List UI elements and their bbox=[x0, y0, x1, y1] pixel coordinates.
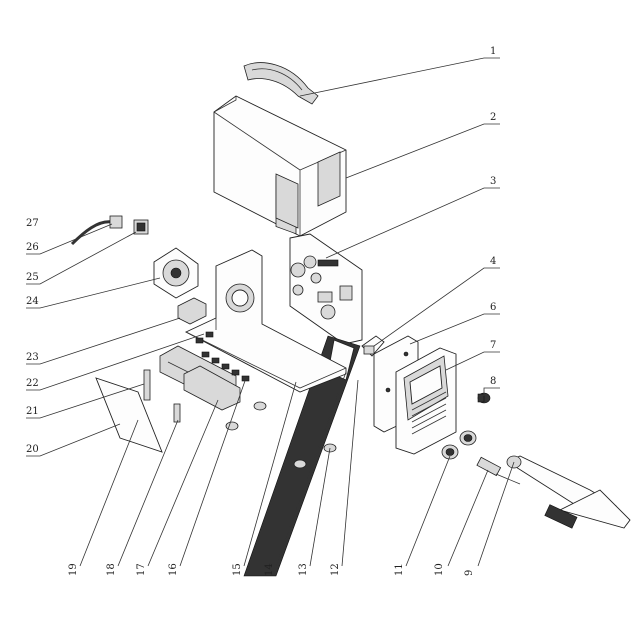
part-label-6: 6 bbox=[490, 302, 496, 313]
part-label-7: 7 bbox=[490, 340, 496, 351]
side-insulation-board bbox=[95, 377, 163, 453]
cooling-fan bbox=[153, 247, 199, 299]
part-label-9: 9 bbox=[464, 570, 475, 576]
knob bbox=[477, 392, 491, 404]
part-label-24: 24 bbox=[26, 296, 39, 307]
part-label-4: 4 bbox=[490, 256, 496, 267]
base-chassis bbox=[184, 249, 347, 393]
part-label-11: 11 bbox=[394, 563, 405, 576]
part-label-8: 8 bbox=[490, 376, 496, 387]
heatsink-rear bbox=[183, 365, 241, 411]
thermal-pad bbox=[143, 369, 151, 401]
part-label-27: 27 bbox=[26, 218, 39, 229]
rear-bracket bbox=[361, 335, 385, 357]
part-label-21: 21 bbox=[26, 406, 39, 417]
part-label-20: 20 bbox=[26, 444, 39, 455]
part-label-22: 22 bbox=[26, 378, 39, 389]
power-cord bbox=[70, 215, 123, 246]
output-socket-left bbox=[441, 444, 459, 460]
part-label-19: 19 bbox=[68, 563, 79, 576]
part-label-13: 13 bbox=[298, 563, 309, 576]
part-number-labels: 1 2 3 4 6 7 8 9 10 11 12 13 14 15 16 17 … bbox=[26, 46, 496, 576]
bezel-vent-lines bbox=[411, 391, 447, 435]
part-label-15: 15 bbox=[232, 563, 243, 576]
part-label-23: 23 bbox=[26, 352, 39, 363]
part-label-12: 12 bbox=[330, 563, 341, 576]
part-label-17: 17 bbox=[136, 563, 147, 576]
part-label-16: 16 bbox=[168, 563, 179, 576]
standoff bbox=[173, 403, 181, 423]
main-pcb bbox=[289, 233, 363, 345]
part-label-14: 14 bbox=[264, 563, 275, 576]
part-label-10: 10 bbox=[434, 563, 445, 576]
power-switch bbox=[133, 219, 149, 235]
front-bezel bbox=[395, 347, 457, 455]
part-label-3: 3 bbox=[490, 176, 496, 187]
capacitor-block bbox=[177, 297, 207, 325]
rubber-feet bbox=[225, 401, 337, 469]
chassis-fan-grille bbox=[225, 283, 255, 313]
part-label-2: 2 bbox=[490, 112, 496, 123]
top-cover bbox=[213, 95, 347, 237]
handle bbox=[243, 62, 319, 105]
part-label-26: 26 bbox=[26, 242, 39, 253]
cover-vent-grille bbox=[275, 151, 341, 229]
electrode-holder bbox=[506, 455, 631, 529]
part-label-18: 18 bbox=[106, 563, 117, 576]
part-label-25: 25 bbox=[26, 272, 39, 283]
part-label-1: 1 bbox=[490, 46, 496, 57]
output-socket-right bbox=[459, 430, 477, 446]
leader-lines bbox=[26, 57, 515, 567]
